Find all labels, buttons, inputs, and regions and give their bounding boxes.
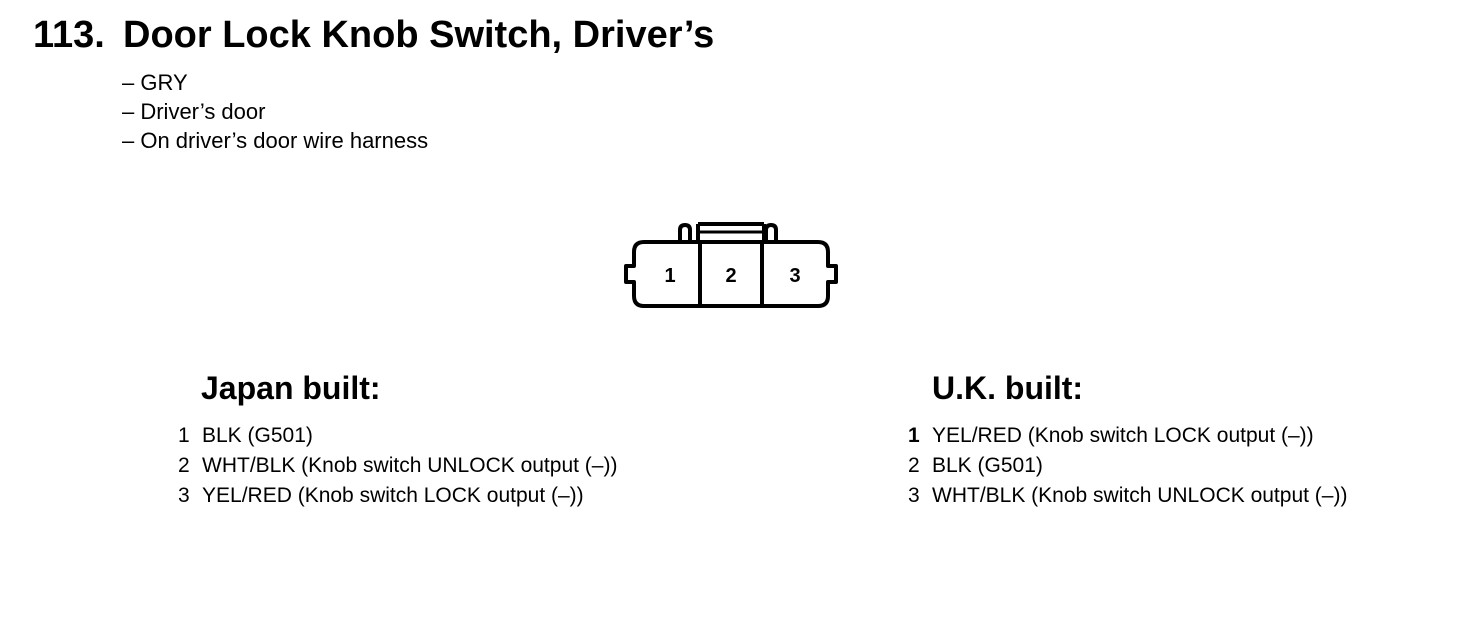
pin-number: 3 xyxy=(178,484,190,507)
note-color: – GRY xyxy=(122,70,188,95)
list-item: 3 YEL/RED (Knob switch LOCK output (–)) xyxy=(178,481,617,511)
section-title: Door Lock Knob Switch, Driver’s xyxy=(123,14,715,56)
note-location: – Driver’s door xyxy=(122,99,266,124)
uk-heading: U.K. built: xyxy=(932,370,1084,406)
pin-description: BLK (G501) xyxy=(932,454,1043,477)
connector-pin-2: 2 xyxy=(725,265,736,287)
list-item: 1 BLK (G501) xyxy=(178,421,617,451)
section-number: 113. xyxy=(33,14,105,56)
pin-description: YEL/RED (Knob switch LOCK output (–)) xyxy=(202,484,584,507)
page-title: 113. Door Lock Knob Switch, Driver’s xyxy=(33,14,714,57)
uk-pin-list: 1 YEL/RED (Knob switch LOCK output (–)) 2… xyxy=(908,421,1347,511)
connector-face-icon: 1 2 3 xyxy=(624,222,838,308)
pin-number: 2 xyxy=(908,454,920,477)
connector-pin-3: 3 xyxy=(789,265,800,287)
connector-diagram: 1 2 3 xyxy=(620,220,844,317)
list-item: 2 BLK (G501) xyxy=(908,451,1347,481)
list-item: 1 YEL/RED (Knob switch LOCK output (–)) xyxy=(908,421,1347,451)
pin-description: BLK (G501) xyxy=(202,424,313,447)
pin-number: 1 xyxy=(908,424,920,447)
pin-number: 3 xyxy=(908,484,920,507)
pin-description: YEL/RED (Knob switch LOCK output (–)) xyxy=(932,424,1314,447)
pin-description: WHT/BLK (Knob switch UNLOCK output (–)) xyxy=(202,454,618,477)
pin-number: 1 xyxy=(178,424,190,447)
pin-number: 2 xyxy=(178,454,190,477)
connector-pin-1: 1 xyxy=(664,265,675,287)
note-harness: – On driver’s door wire harness xyxy=(122,128,429,153)
list-item: 3 WHT/BLK (Knob switch UNLOCK output (–)) xyxy=(908,481,1347,511)
list-item: 2 WHT/BLK (Knob switch UNLOCK output (–)) xyxy=(178,451,617,481)
japan-pin-list: 1 BLK (G501) 2 WHT/BLK (Knob switch UNLOCK… xyxy=(178,421,617,511)
connector-notes: – GRY – Driver’s door – On driver’s door… xyxy=(122,68,428,155)
japan-heading: Japan built: xyxy=(201,370,381,406)
pin-description: WHT/BLK (Knob switch UNLOCK output (–)) xyxy=(932,484,1348,507)
